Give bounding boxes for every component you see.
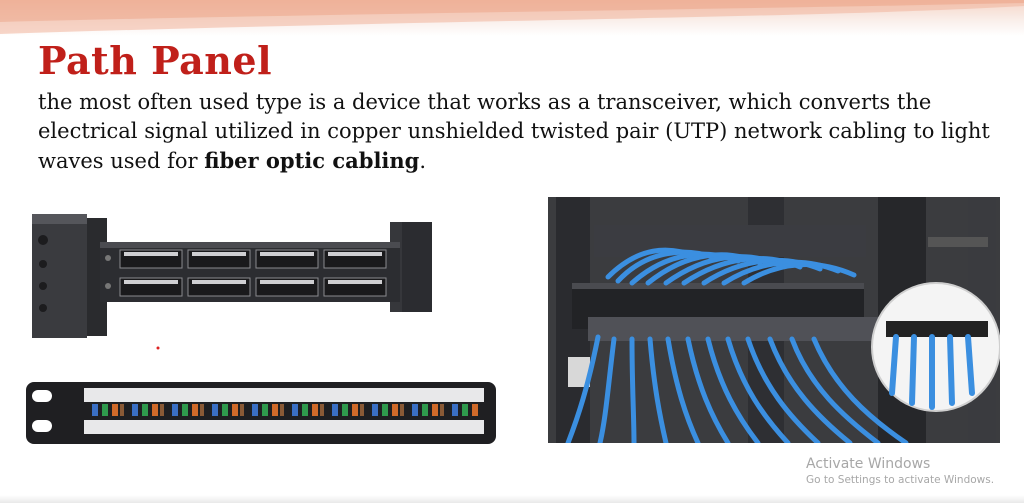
rack-cables-image xyxy=(548,197,1000,443)
patch-panel-rack-image xyxy=(10,200,460,350)
watermark-line1: Activate Windows xyxy=(806,456,931,472)
slide-title: Path Panel xyxy=(38,38,273,83)
body-text-prefix: the most often used type is a device tha… xyxy=(38,90,990,173)
slide-top-swoosh xyxy=(0,0,1024,34)
patch-panel-keystone-image xyxy=(22,372,500,452)
slide-body-text: the most often used type is a device tha… xyxy=(38,88,998,176)
activate-windows-watermark: Activate Windows Go to Settings to activ… xyxy=(806,456,994,486)
watermark-line2: Go to Settings to activate Windows. xyxy=(806,474,995,486)
body-text-suffix: . xyxy=(419,149,427,173)
slide-bottom-edge xyxy=(0,495,1024,503)
body-text-bold: fiber optic cabling xyxy=(204,148,420,173)
